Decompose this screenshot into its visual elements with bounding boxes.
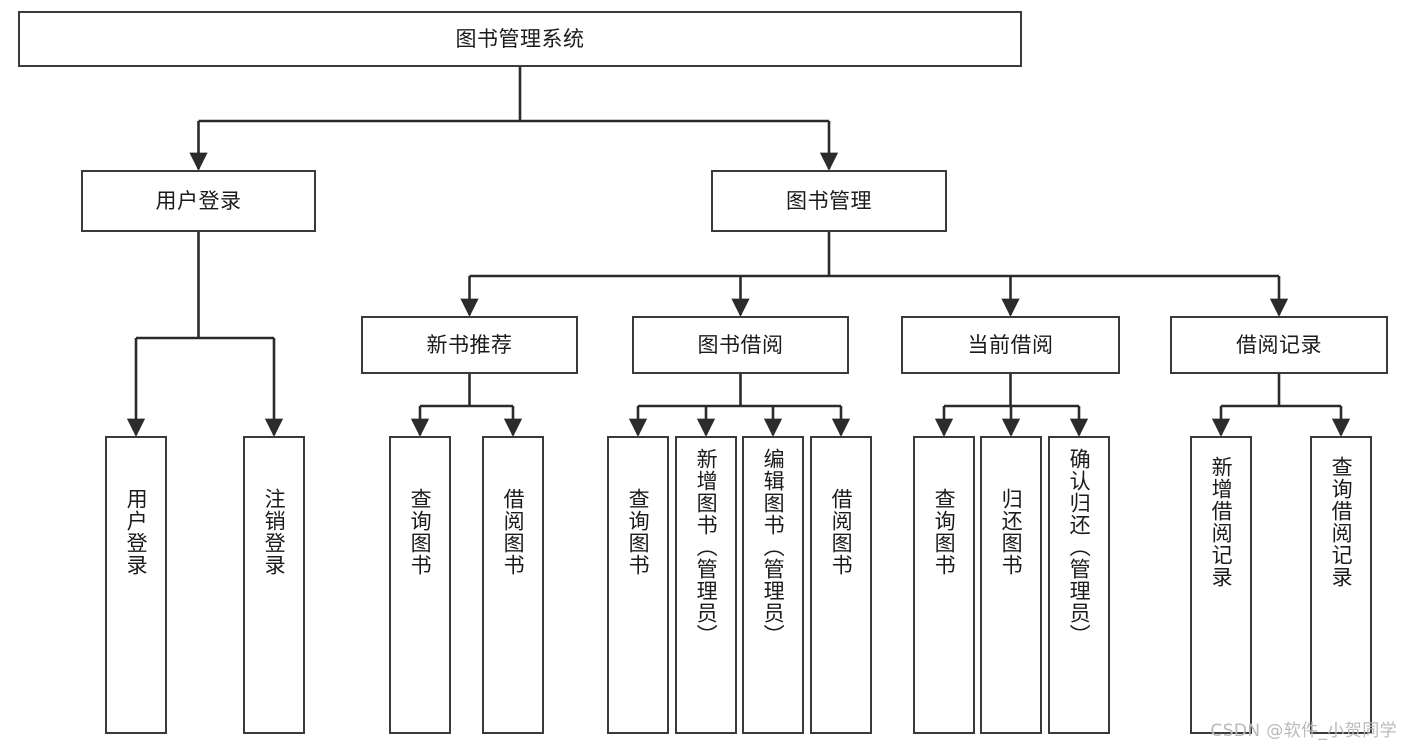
node-level3-new-book-recommend[interactable]: 新书推荐	[361, 316, 578, 374]
node-root[interactable]: 图书管理系统	[18, 11, 1022, 67]
node-label: 查询图书	[932, 488, 957, 576]
node-label: 用户登录	[124, 488, 149, 576]
node-label: 归还图书	[999, 488, 1024, 576]
node-leaf-leaf-borrow-book[interactable]: 借阅图书	[810, 436, 872, 734]
node-level2-book-manage[interactable]: 图书管理	[711, 170, 947, 232]
node-leaf-leaf-query-record[interactable]: 查询借阅记录	[1310, 436, 1372, 734]
node-label: 图书管理	[786, 188, 872, 213]
node-label: 确认归还（管理员）	[1067, 448, 1092, 646]
node-label: 图书借阅	[697, 332, 784, 357]
node-label: 查询借阅记录	[1329, 456, 1354, 588]
node-leaf-leaf-confirm-return[interactable]: 确认归还（管理员）	[1048, 436, 1110, 734]
node-leaf-leaf-query-book-rec[interactable]: 查询图书	[389, 436, 451, 734]
node-label: 借阅图书	[829, 488, 854, 576]
node-label: 注销登录	[262, 488, 287, 576]
node-level3-borrow-record[interactable]: 借阅记录	[1170, 316, 1388, 374]
node-leaf-leaf-logout[interactable]: 注销登录	[243, 436, 305, 734]
node-label: 编辑图书（管理员）	[761, 448, 786, 646]
node-label: 新增借阅记录	[1209, 456, 1234, 588]
node-label: 查询图书	[408, 488, 433, 576]
node-label: 借阅记录	[1236, 332, 1322, 357]
node-leaf-leaf-query-book-current[interactable]: 查询图书	[913, 436, 975, 734]
node-label: 查询图书	[626, 488, 651, 576]
node-leaf-leaf-user-login[interactable]: 用户登录	[105, 436, 167, 734]
node-level2-user-login[interactable]: 用户登录	[81, 170, 316, 232]
node-leaf-leaf-borrow-book-rec[interactable]: 借阅图书	[482, 436, 544, 734]
node-label: 借阅图书	[501, 488, 526, 576]
node-level3-book-borrow[interactable]: 图书借阅	[632, 316, 849, 374]
node-leaf-leaf-query-book-borrow[interactable]: 查询图书	[607, 436, 669, 734]
node-label: 新书推荐	[426, 332, 513, 357]
node-label: 新增图书（管理员）	[694, 448, 719, 646]
node-label: 用户登录	[155, 188, 242, 213]
node-leaf-leaf-edit-book[interactable]: 编辑图书（管理员）	[742, 436, 804, 734]
node-level3-current-borrow[interactable]: 当前借阅	[901, 316, 1120, 374]
node-leaf-leaf-add-record[interactable]: 新增借阅记录	[1190, 436, 1252, 734]
csdn-watermark: CSDN @软件_小贺同学	[1210, 721, 1397, 741]
node-leaf-leaf-add-book[interactable]: 新增图书（管理员）	[675, 436, 737, 734]
node-leaf-leaf-return-book[interactable]: 归还图书	[980, 436, 1042, 734]
node-label: 当前借阅	[967, 332, 1054, 357]
node-label: 图书管理系统	[455, 26, 585, 51]
